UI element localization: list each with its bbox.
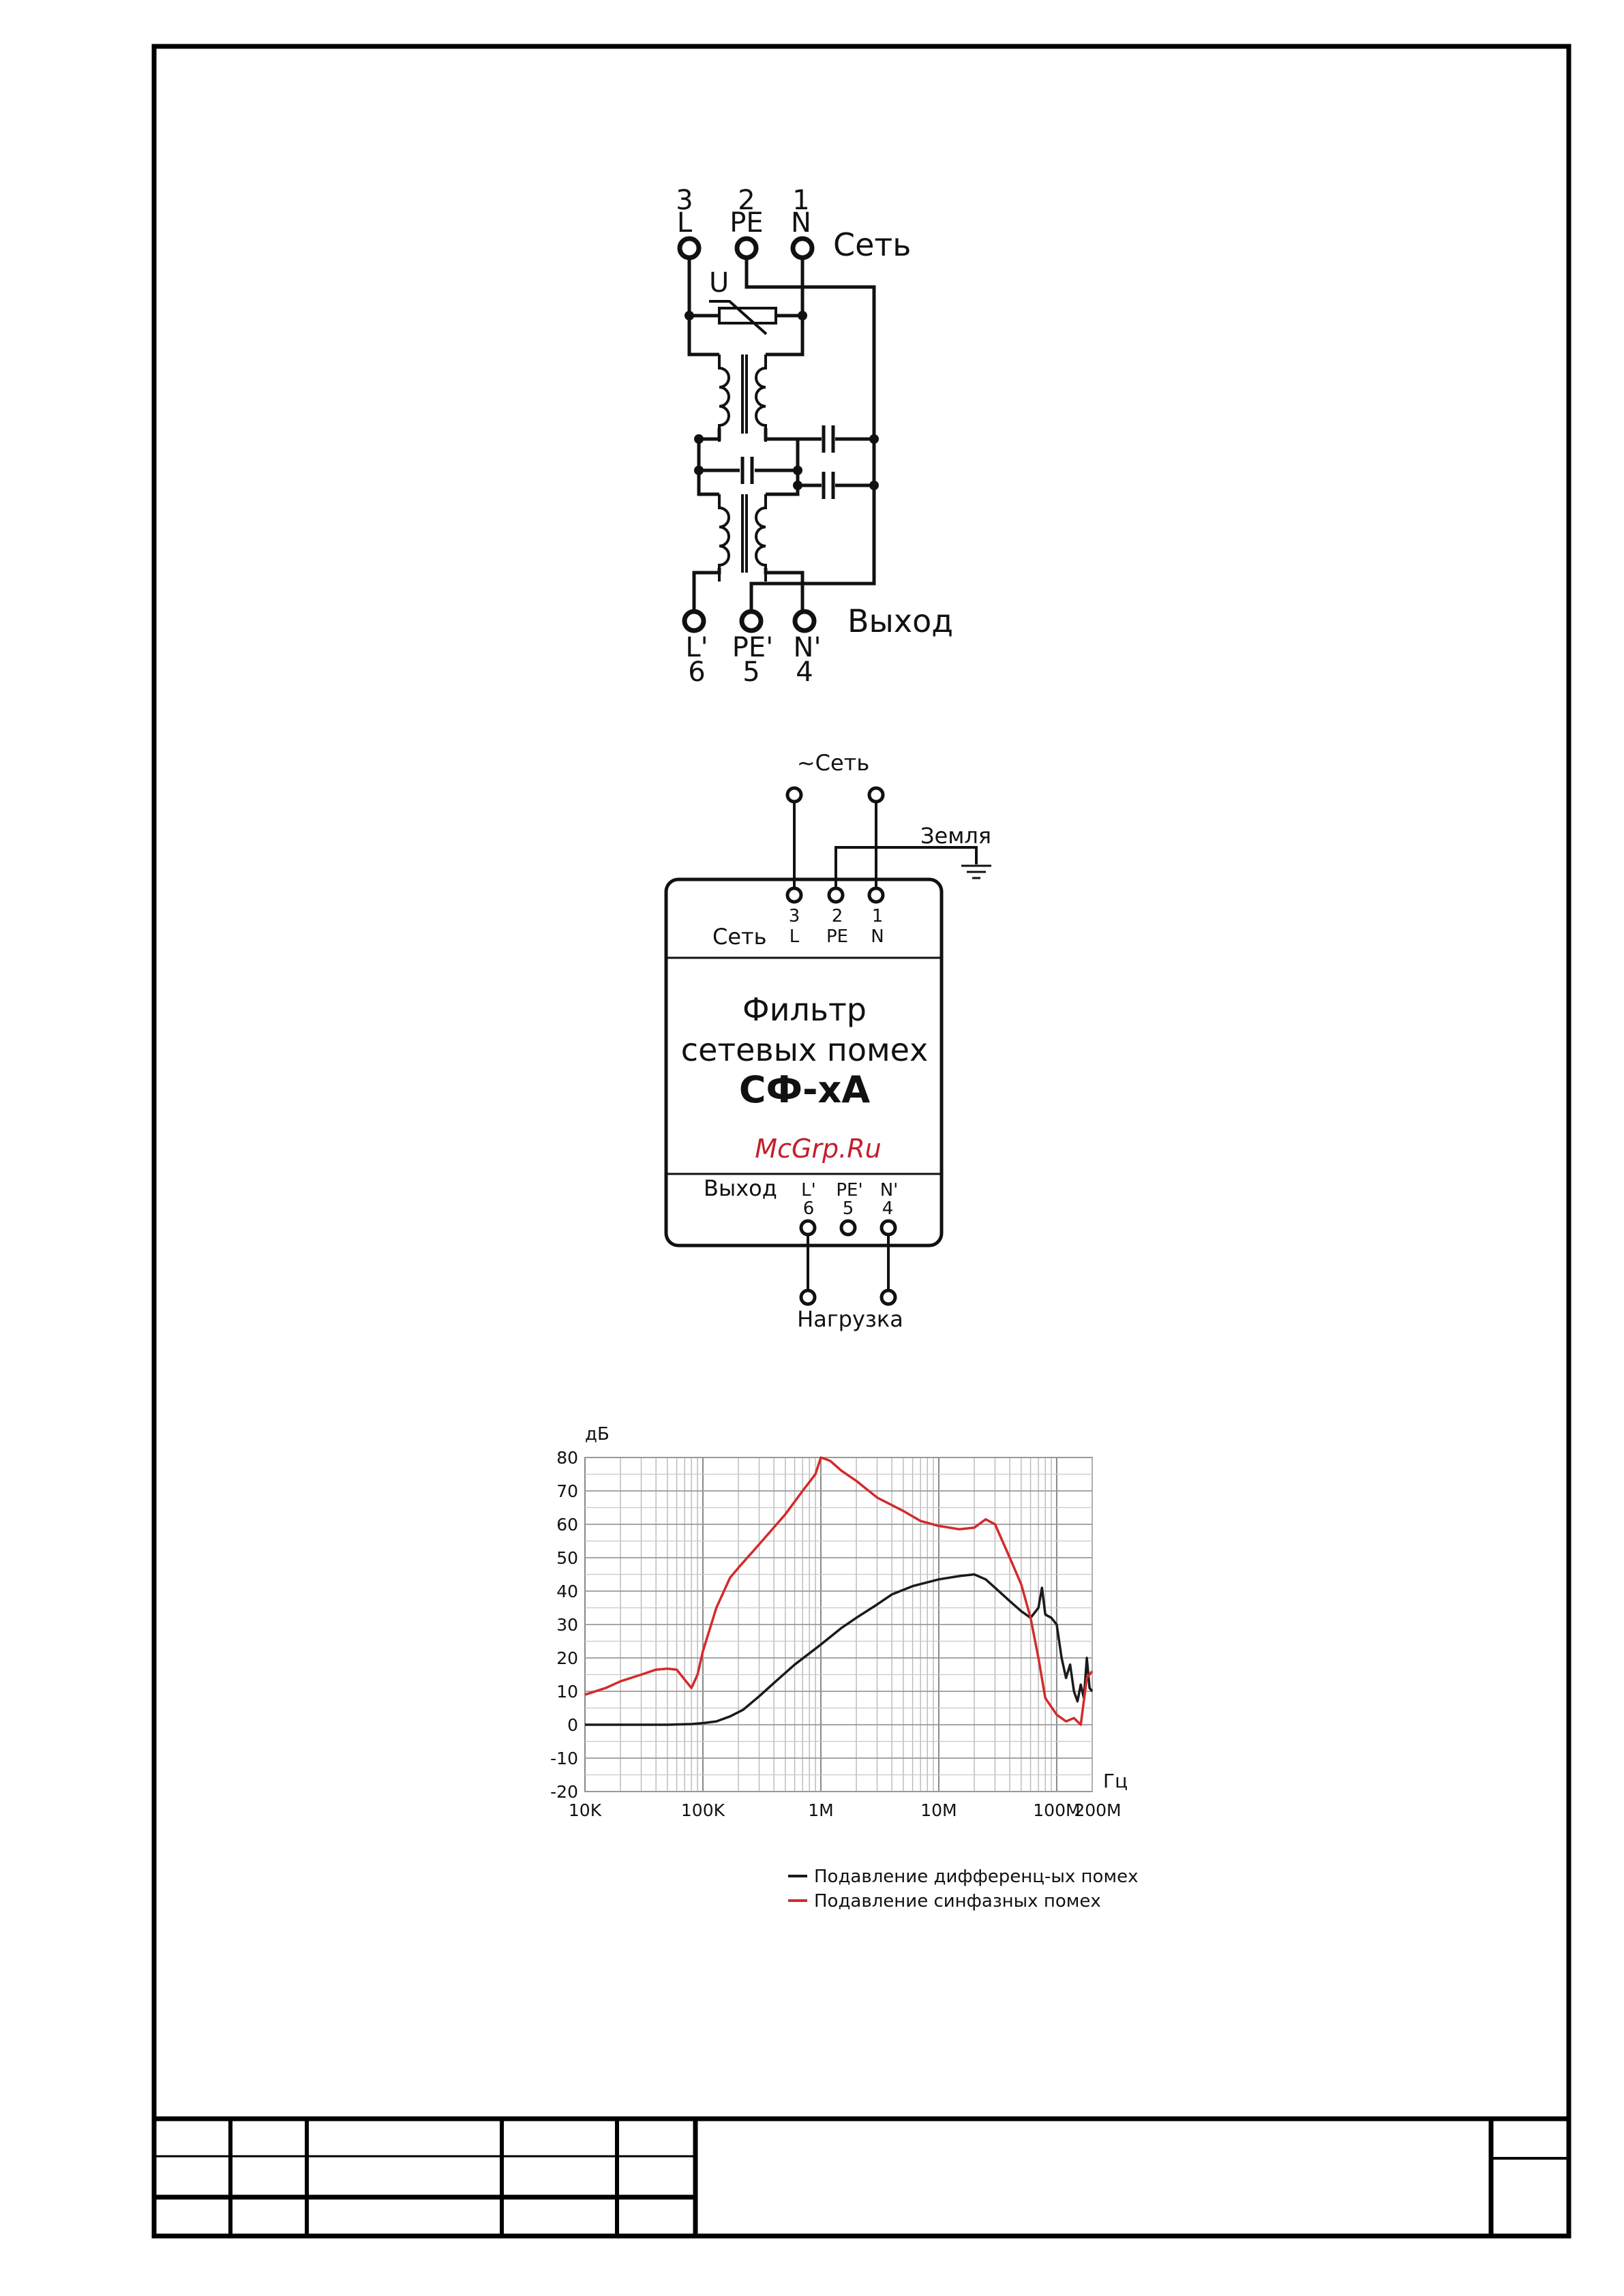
output-terminal-PE-name: PE' (836, 1180, 862, 1200)
x-tick-label: 100K (681, 1800, 725, 1820)
terminal-N (793, 239, 812, 258)
output-terminal-L-num: 6 (803, 1198, 815, 1219)
x-tick-label: 100M (1033, 1800, 1080, 1820)
x-tick-label: 10M (920, 1800, 957, 1820)
device-model: СФ-хА (739, 1068, 870, 1111)
output-terminal-PE-num: 5 (843, 1198, 854, 1219)
y-tick-label: 70 (556, 1481, 578, 1501)
y-tick-label: 10 (556, 1682, 578, 1702)
input-terminal-L (787, 888, 801, 902)
y-tick-label: 30 (556, 1615, 578, 1635)
attenuation-chart: -20 -10 0 10 20 30 40 50 60 70 80 10K 100K 1M 10M 100M… (550, 1424, 1138, 1912)
y-tick-label: 0 (567, 1715, 578, 1735)
y-tick-label: 40 (556, 1582, 578, 1601)
title-block (154, 2119, 1569, 2236)
watermark: McGrp.Ru (755, 1134, 881, 1164)
load-label: Нагрузка (797, 1306, 903, 1332)
y-tick-label: -10 (550, 1749, 578, 1768)
terminal-PE (737, 239, 756, 258)
output-terminal-N-name: N' (880, 1180, 899, 1200)
terminal-label-L-name: L (677, 207, 693, 239)
load-terminal-2 (882, 1290, 895, 1304)
output-terminal-PE (841, 1221, 855, 1235)
input-terminal-L-num: 3 (789, 906, 800, 926)
y-tick-label: 50 (556, 1548, 578, 1568)
y-axis-label: дБ (585, 1424, 610, 1445)
terminal-label-PE-name: PE (730, 207, 763, 239)
filter-block-diagram: ~Сеть Земля 3 L 2 PE 1 N Сеть Фильтр сет… (666, 750, 991, 1332)
y-axis-ticks: -20 -10 0 10 20 30 40 50 60 70 80 (550, 1448, 578, 1802)
mains-terminal-2 (869, 788, 883, 802)
x-tick-label: 200M (1074, 1800, 1121, 1820)
varistor-label: U (709, 267, 729, 299)
input-terminal-PE-name: PE (826, 926, 848, 947)
filter-schematic: 3 L 2 PE 1 N Сеть U (676, 185, 953, 688)
y-tick-label: 80 (556, 1448, 578, 1468)
input-terminal-PE (829, 888, 843, 902)
device-title-line2: сетевых помех (681, 1031, 928, 1068)
ground-icon (961, 866, 991, 878)
output-terminal-L (801, 1221, 815, 1235)
legend-entry: Подавление синфазных помех (814, 1891, 1101, 1912)
input-side-label: Сеть (712, 924, 767, 950)
terminal-L-out (685, 611, 704, 631)
input-terminal-N-name: N (871, 926, 884, 947)
terminal-PE-out (742, 611, 761, 631)
input-terminal-PE-num: 2 (832, 906, 843, 926)
input-terminal-L-name: L (790, 926, 800, 947)
x-axis-label: Гц (1103, 1770, 1128, 1792)
terminal-label-N-out-num: 4 (796, 656, 813, 688)
input-label: Сеть (833, 226, 911, 263)
y-tick-label: 60 (556, 1515, 578, 1535)
y-tick-label: 20 (556, 1648, 578, 1668)
input-terminal-N-num: 1 (872, 906, 884, 926)
legend-entry: Подавление дифференц-ых помех (814, 1867, 1138, 1887)
output-label: Выход (847, 603, 953, 639)
x-tick-label: 10K (569, 1800, 602, 1820)
terminal-label-L-out-num: 6 (688, 656, 705, 688)
mains-label: ~Сеть (797, 750, 869, 776)
x-tick-label: 1M (808, 1800, 833, 1820)
output-terminal-L-name: L' (801, 1180, 816, 1200)
chart-grid (585, 1457, 1092, 1792)
terminal-N-out (795, 611, 814, 631)
input-terminal-N (869, 888, 883, 902)
load-terminal-1 (801, 1290, 815, 1304)
terminal-L (680, 239, 699, 258)
device-title-line1: Фильтр (742, 991, 867, 1028)
y-tick-label: -20 (550, 1782, 578, 1802)
ground-label: Земля (920, 823, 991, 849)
terminal-label-N-name: N (791, 207, 811, 239)
output-terminal-N-num: 4 (882, 1198, 894, 1219)
mains-terminal-1 (787, 788, 801, 802)
terminal-label-PE-out-num: 5 (742, 656, 760, 688)
output-terminal-N (882, 1221, 895, 1235)
chart-legend: Подавление дифференц-ых помехПодавление … (788, 1867, 1138, 1912)
output-side-label: Выход (704, 1175, 777, 1201)
